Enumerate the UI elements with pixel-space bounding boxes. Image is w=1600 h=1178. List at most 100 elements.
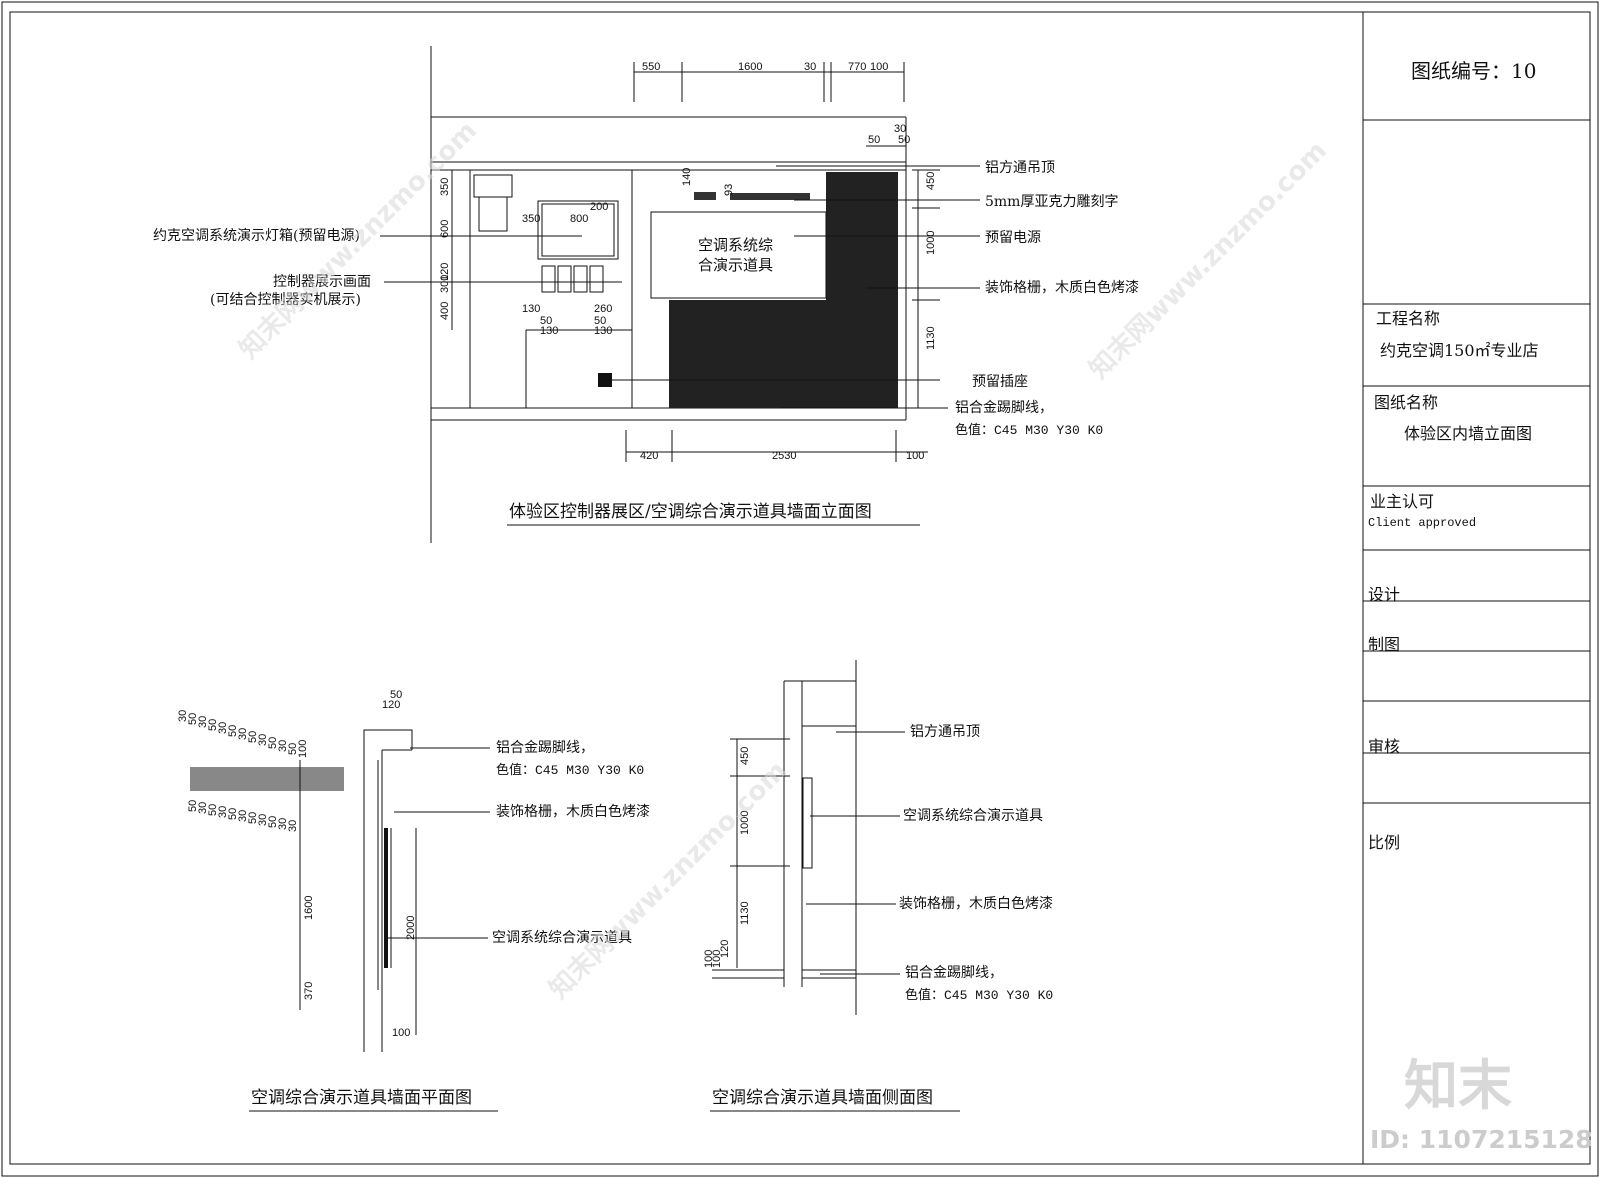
side-label: 铝合金踢脚线， — [905, 965, 1003, 981]
side-dim: 100 — [703, 950, 715, 968]
elevation-drawing: 空调系统综 合演示道具 体验区控制器展区/空调综合演示道具墙面立面图 — [430, 46, 920, 543]
elev-inner-dim: 800 — [570, 213, 588, 225]
title-block: 图纸编号：10 工程名称 约克空调150㎡专业店 图纸名称 体验区内墙立面图 业… — [1363, 59, 1590, 852]
plan-label: 装饰格栅，木质白色烤漆 — [496, 803, 650, 820]
watermark-site-2: 知末网www.znzmo.com — [1084, 136, 1333, 385]
elev-left-dim: 300 — [439, 275, 451, 293]
project-value: 约克空调150㎡专业店 — [1380, 341, 1539, 360]
elev-top-dim: 30 — [804, 61, 816, 73]
elevation-title: 体验区控制器展区/空调综合演示道具墙面立面图 — [509, 502, 872, 522]
plan-stack-dim: 50 — [247, 731, 259, 743]
elev-inner-dim: 350 — [522, 213, 540, 225]
elev-inner-dim: 130 — [594, 325, 612, 337]
design-label: 设计 — [1368, 585, 1400, 604]
plan-stack-dim: 30 — [197, 802, 209, 814]
plan-stack-dim: 30 — [257, 814, 269, 826]
owner-label-en: Client approved — [1368, 516, 1476, 530]
plan-stack-dim: 30 — [277, 818, 289, 830]
plan-stack-dim: 30 — [177, 710, 189, 722]
elev-inner-dim: 260 — [594, 303, 612, 315]
elev-inner-dim: 50 — [594, 315, 606, 327]
side-label: 装饰格栅，木质白色烤漆 — [899, 895, 1053, 912]
draft-label: 制图 — [1368, 635, 1400, 654]
inner-border — [9, 11, 1591, 1165]
plan-stack-dim: 50 — [227, 808, 239, 820]
plan-label: 色值：C45 M30 Y30 K0 — [496, 762, 644, 778]
plan-stack-dim: 50 — [287, 743, 299, 755]
elev-right-dim: 450 — [925, 172, 937, 190]
plan-stack-dim: 30 — [217, 722, 229, 734]
elev-right-dim: 1130 — [925, 326, 937, 350]
elev-left-dim: 350 — [439, 178, 451, 196]
elev-top-dim: 550 — [642, 61, 660, 73]
plan-top-dim: 50 — [390, 689, 402, 701]
elev-inner-dim: 200 — [590, 201, 608, 213]
leader-lines — [190, 62, 980, 975]
plan-stack-dim: 30 — [257, 734, 269, 746]
elev-inner-dim: 130 — [540, 325, 558, 337]
center-box-line1: 空调系统综 — [698, 236, 773, 254]
elev-top-small-dim: 30 — [894, 123, 906, 135]
plan-stack-dim: 50 — [207, 719, 219, 731]
center-box-line2: 合演示道具 — [698, 256, 773, 274]
plan-label: 空调系统综合演示道具 — [492, 930, 632, 946]
annotation-labels: 约克空调系统演示灯箱(预留电源)控制器展示画面(可结合控制器实机展示)铝方通吊顶… — [153, 160, 1139, 1003]
plan-stack-dim: 30 — [217, 806, 229, 818]
drawing-name-value: 体验区内墙立面图 — [1404, 424, 1532, 443]
side-label: 空调系统综合演示道具 — [903, 808, 1043, 824]
plan-drawing: 空调综合演示道具墙面平面图 — [249, 729, 498, 1112]
drawing-name-label: 图纸名称 — [1374, 393, 1438, 412]
plan-stack-dim: 50 — [267, 737, 279, 749]
plan-stack-dim: 30 — [277, 740, 289, 752]
plan-stack-dim: 50 — [247, 812, 259, 824]
side-dim: 100 — [711, 950, 723, 968]
elev-right-label: 色值：C45 M30 Y30 K0 — [955, 422, 1103, 438]
side-label: 色值：C45 M30 Y30 K0 — [905, 987, 1053, 1003]
plan-stack-dim: 30 — [197, 716, 209, 728]
plan-bottom-dim: 100 — [392, 1027, 410, 1039]
elev-right-label: 铝合金踢脚线， — [955, 400, 1053, 416]
side-dim: 1130 — [739, 901, 751, 925]
side-dim: 120 — [719, 940, 731, 958]
plan-stack-dim: 30 — [237, 810, 249, 822]
side-title: 空调综合演示道具墙面侧面图 — [712, 1088, 933, 1108]
plan-vertical-dim: 2000 — [405, 916, 417, 940]
elev-bottom-dim: 420 — [640, 450, 658, 462]
plan-vertical-dim: 1600 — [303, 896, 315, 920]
plan-stack-dim: 30 — [237, 728, 249, 740]
plan-label: 铝合金踢脚线， — [496, 740, 594, 756]
elev-bottom-dim: 2530 — [772, 450, 796, 462]
watermark-site-3: 知末网www.znzmo.com — [544, 756, 793, 1005]
elev-right-label: 5mm厚亚克力雕刻字 — [985, 194, 1118, 210]
elev-left-label: (可结合控制器实机展示) — [210, 292, 361, 308]
elev-inner-dim: 93 — [723, 184, 735, 196]
plan-stack-dim: 50 — [187, 800, 199, 812]
plan-stack-dim: 30 — [287, 820, 299, 832]
elev-top-small-dim: 50 — [868, 134, 880, 146]
plan-top-dim: 120 — [382, 699, 400, 711]
plan-vertical-dim: 370 — [303, 982, 315, 1000]
elev-inner-dim: 50 — [540, 315, 552, 327]
elev-right-label: 预留插座 — [972, 374, 1028, 390]
side-dim: 450 — [739, 747, 751, 765]
elev-left-dim: 400 — [439, 302, 451, 320]
elev-top-dim: 1600 — [738, 61, 762, 73]
elev-inner-dim: 130 — [522, 303, 540, 315]
elev-right-label: 预留电源 — [985, 230, 1041, 246]
plan-title: 空调综合演示道具墙面平面图 — [251, 1088, 472, 1108]
plan-stack-dim: 100 — [297, 740, 309, 758]
elev-left-dim: 600 — [439, 220, 451, 238]
elev-inner-dim: 140 — [681, 168, 693, 186]
side-label: 铝方通吊顶 — [910, 724, 980, 740]
watermark-id: ID: 1107215128 — [1370, 1125, 1593, 1154]
watermark-brand: 知末 — [1404, 1054, 1512, 1117]
review-label: 审核 — [1368, 737, 1400, 756]
side-drawing: 空调综合演示道具墙面侧面图 — [710, 660, 960, 1112]
project-label: 工程名称 — [1376, 309, 1440, 328]
plan-stack-dim: 50 — [187, 713, 199, 725]
side-dim: 1000 — [739, 811, 751, 835]
elev-left-label: 约克空调系统演示灯箱(预留电源) — [153, 228, 360, 244]
